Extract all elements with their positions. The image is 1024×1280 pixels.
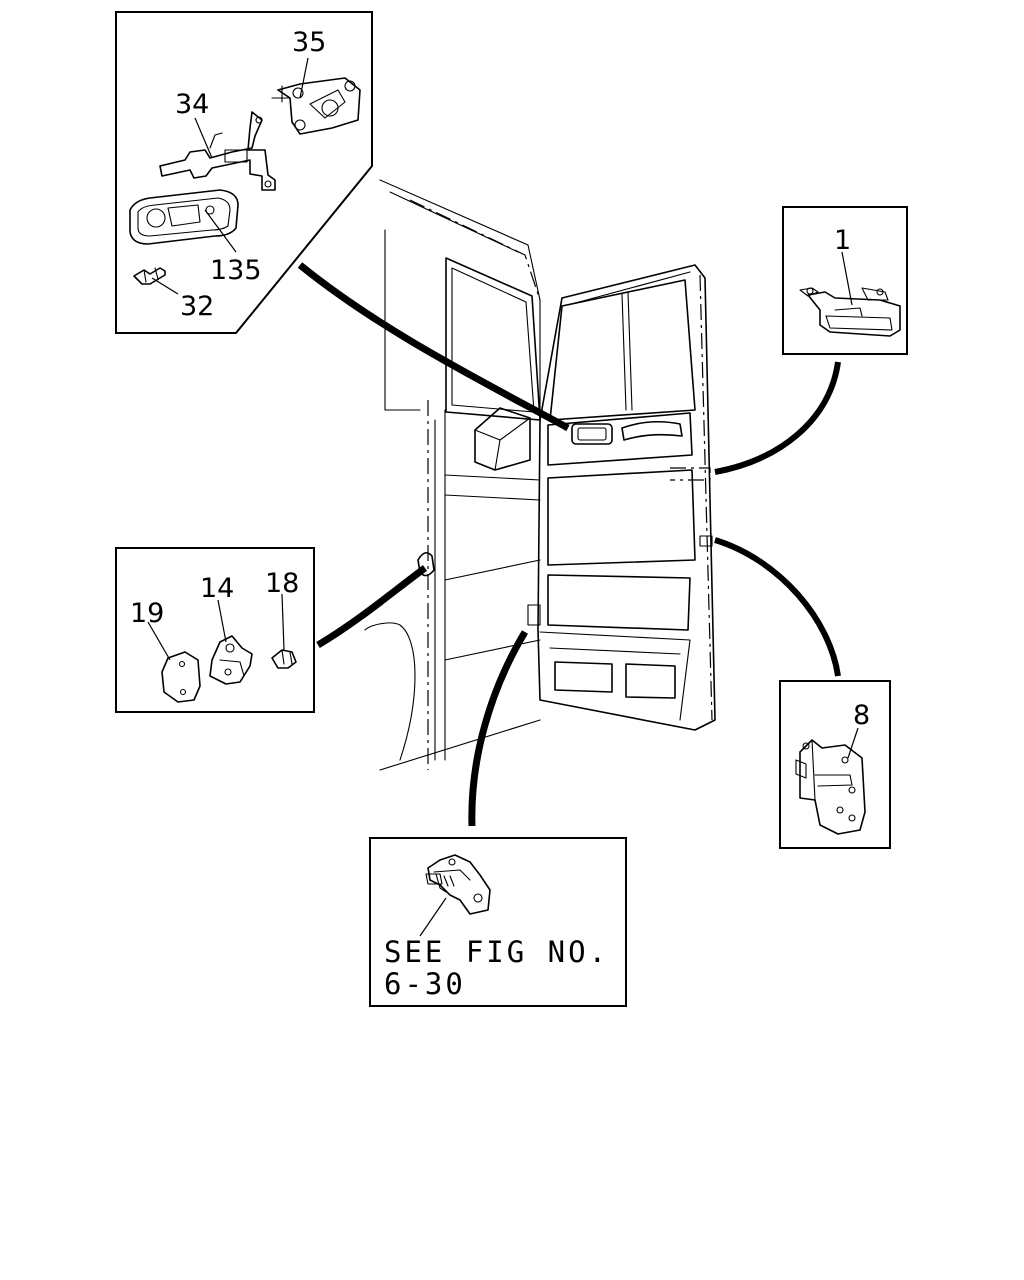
label-18: 18 xyxy=(265,568,299,599)
door-check-icon xyxy=(425,854,491,915)
see-fig-note-line2: 6-30 xyxy=(384,967,466,1001)
part-32-screw-icon xyxy=(133,267,166,285)
label-135: 135 xyxy=(210,255,262,286)
part-135-handle-bezel-icon xyxy=(129,189,239,245)
label-32: 32 xyxy=(180,291,214,322)
part-35-bracket-icon xyxy=(271,77,361,135)
vehicle-door-illustration xyxy=(364,179,716,771)
callout-box-part-1: 1 xyxy=(782,206,908,355)
callout-box-hinge: 8 xyxy=(779,680,891,849)
leader-to-part-8 xyxy=(714,537,841,677)
leader-to-handle-callout xyxy=(297,262,570,432)
callout-box-see-fig: SEE FIG NO. 6-30 xyxy=(369,837,627,1007)
leader-to-part-1 xyxy=(714,361,841,475)
label-14: 14 xyxy=(200,573,234,604)
callout-box-mirror-mount: 19 14 18 xyxy=(115,547,315,713)
callout-box-inner-handle: 35 34 135 32 xyxy=(115,11,373,334)
part-18-bolt-icon xyxy=(271,649,297,669)
see-fig-note-line1: SEE FIG NO. xyxy=(384,935,609,969)
part-1-lock-assembly-icon xyxy=(799,287,901,337)
leader-to-part-19 xyxy=(316,565,428,649)
label-19: 19 xyxy=(130,598,164,629)
label-1: 1 xyxy=(834,225,851,256)
label-35: 35 xyxy=(292,27,326,58)
label-8: 8 xyxy=(853,700,870,731)
part-34-latch-icon xyxy=(159,111,276,191)
part-19-cover-plate-icon xyxy=(161,651,201,703)
label-34: 34 xyxy=(175,89,209,120)
leader-to-see-fig xyxy=(468,630,528,827)
leader-lines xyxy=(297,262,841,827)
part-8-hinge-icon xyxy=(795,739,866,835)
